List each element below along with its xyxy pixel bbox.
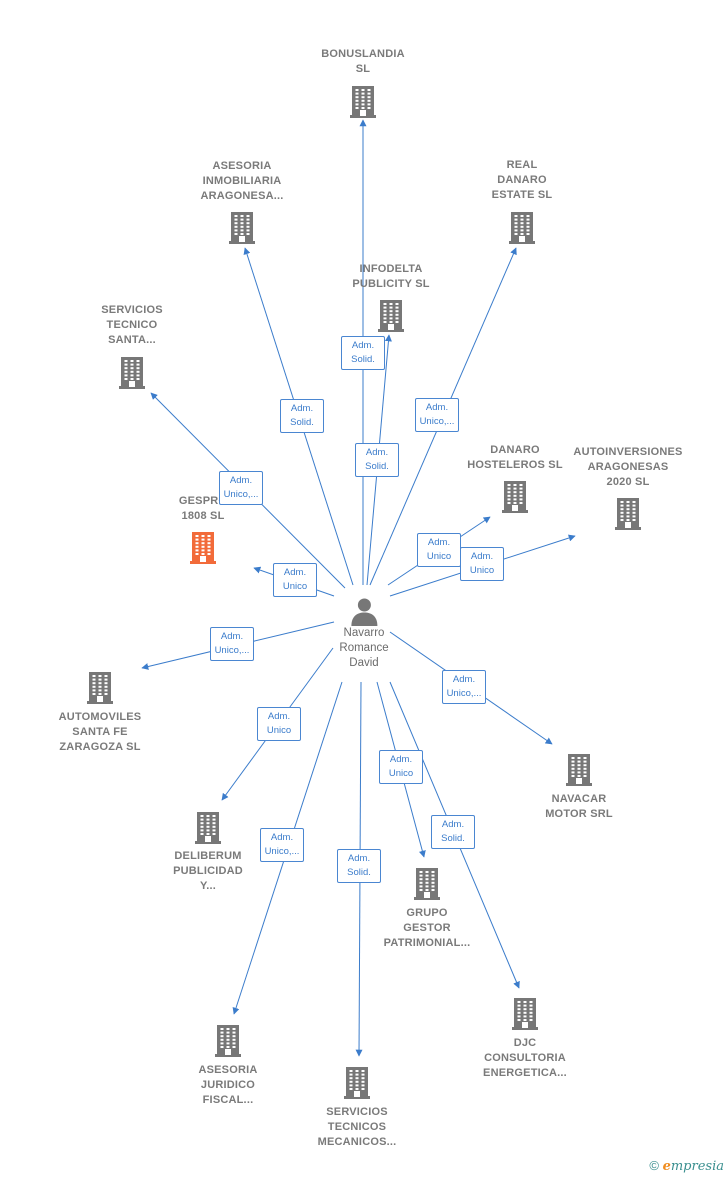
building-icon bbox=[615, 498, 641, 530]
company-label-autoinversiones[interactable]: AUTOINVERSIONES ARAGONESAS 2020 SL bbox=[573, 445, 682, 490]
company-name: DELIBERUM PUBLICIDAD Y... bbox=[173, 850, 243, 892]
role-badge-autoinversiones[interactable]: Adm. Unico bbox=[460, 547, 504, 581]
company-label-danaro-hosteleros[interactable]: DANARO HOSTELEROS SL bbox=[467, 443, 563, 473]
building-icon bbox=[229, 212, 255, 244]
company-label-deliberum[interactable]: DELIBERUM PUBLICIDAD Y... bbox=[173, 849, 243, 894]
company-node-bonuslandia[interactable] bbox=[347, 84, 379, 118]
building-icon bbox=[190, 532, 216, 564]
company-name: GESPRO 1808 SL bbox=[178, 495, 228, 522]
company-node-real-danaro[interactable] bbox=[506, 210, 538, 244]
company-node-danaro-hosteleros[interactable] bbox=[499, 479, 531, 513]
person-node[interactable]: Navarro Romance David bbox=[339, 596, 389, 671]
company-name: DJC CONSULTORIA ENERGETICA... bbox=[483, 1037, 567, 1079]
role-badge-real-danaro[interactable]: Adm. Unico,... bbox=[415, 398, 459, 432]
role-badge-navacar[interactable]: Adm. Unico,... bbox=[442, 670, 486, 704]
building-icon bbox=[350, 86, 376, 118]
building-icon bbox=[414, 868, 440, 900]
role-badge-deliberum[interactable]: Adm. Unico bbox=[257, 707, 301, 741]
company-label-automoviles[interactable]: AUTOMOVILES SANTA FE ZARAGOZA SL bbox=[59, 710, 142, 755]
building-icon bbox=[502, 481, 528, 513]
person-icon bbox=[351, 598, 377, 626]
company-name: BONUSLANDIA SL bbox=[321, 48, 405, 75]
company-node-servicios-tecnico-santa[interactable] bbox=[116, 355, 148, 389]
building-icon bbox=[119, 357, 145, 389]
role-badge-infodelta[interactable]: Adm. Solid. bbox=[355, 443, 399, 477]
role-badge-servicios-tecnicos-mecanicos[interactable]: Adm. Solid. bbox=[337, 849, 381, 883]
building-icon bbox=[566, 754, 592, 786]
company-label-navacar[interactable]: NAVACAR MOTOR SRL bbox=[545, 792, 613, 822]
role-badge-asesoria-juridico[interactable]: Adm. Unico,... bbox=[260, 828, 304, 862]
company-name: ASESORIA JURIDICO FISCAL... bbox=[198, 1064, 258, 1106]
company-node-infodelta[interactable] bbox=[375, 298, 407, 332]
company-node-servicios-tecnicos-mecanicos[interactable] bbox=[341, 1065, 373, 1099]
role-badge-gespro[interactable]: Adm. Unico bbox=[273, 563, 317, 597]
footer-brand: © empresia bbox=[649, 1158, 724, 1174]
company-label-infodelta[interactable]: INFODELTA PUBLICITY SL bbox=[352, 262, 429, 292]
company-label-gespro[interactable]: GESPRO 1808 SL bbox=[179, 494, 227, 524]
role-badge-asesoria-inmobiliaria[interactable]: Adm. Solid. bbox=[280, 399, 324, 433]
company-node-deliberum[interactable] bbox=[192, 810, 224, 844]
company-node-djc[interactable] bbox=[509, 996, 541, 1030]
company-label-asesoria-inmobiliaria[interactable]: ASESORIA INMOBILIARIA ARAGONESA... bbox=[200, 159, 283, 204]
building-icon bbox=[344, 1067, 370, 1099]
role-badge-automoviles[interactable]: Adm. Unico,... bbox=[210, 627, 254, 661]
company-label-servicios-tecnicos-mecanicos[interactable]: SERVICIOS TECNICOS MECANICOS... bbox=[318, 1105, 397, 1150]
brand-logo[interactable]: empresia bbox=[662, 1159, 724, 1174]
edges-layer bbox=[141, 119, 576, 1057]
company-name: REAL DANARO ESTATE SL bbox=[491, 159, 553, 201]
copyright-symbol: © bbox=[649, 1158, 659, 1173]
company-label-djc[interactable]: DJC CONSULTORIA ENERGETICA... bbox=[483, 1036, 567, 1081]
company-name: SERVICIOS TECNICOS MECANICOS... bbox=[317, 1106, 397, 1148]
company-node-navacar[interactable] bbox=[563, 752, 595, 786]
building-icon bbox=[195, 812, 221, 844]
role-badge-bonuslandia[interactable]: Adm. Solid. bbox=[341, 336, 385, 370]
role-badge-danaro-hosteleros[interactable]: Adm. Unico bbox=[417, 533, 461, 567]
company-label-grupo-gestor[interactable]: GRUPO GESTOR PATRIMONIAL... bbox=[384, 906, 471, 951]
company-name: NAVACAR MOTOR SRL bbox=[545, 793, 613, 820]
company-node-autoinversiones[interactable] bbox=[612, 496, 644, 530]
role-badge-grupo-gestor[interactable]: Adm. Unico bbox=[379, 750, 423, 784]
company-name: AUTOMOVILES SANTA FE ZARAGOZA SL bbox=[58, 711, 142, 753]
building-icon bbox=[87, 672, 113, 704]
company-node-asesoria-juridico[interactable] bbox=[212, 1023, 244, 1057]
person-name: Navarro Romance David bbox=[339, 627, 389, 669]
building-icon bbox=[512, 998, 538, 1030]
company-node-grupo-gestor[interactable] bbox=[411, 866, 443, 900]
company-label-servicios-tecnico-santa[interactable]: SERVICIOS TECNICO SANTA... bbox=[101, 303, 163, 348]
company-name: ASESORIA INMOBILIARIA ARAGONESA... bbox=[200, 160, 284, 202]
company-node-asesoria-inmobiliaria[interactable] bbox=[226, 210, 258, 244]
building-icon bbox=[509, 212, 535, 244]
company-node-gespro[interactable] bbox=[187, 530, 219, 564]
company-name: DANARO HOSTELEROS SL bbox=[467, 444, 563, 471]
role-badge-djc[interactable]: Adm. Solid. bbox=[431, 815, 475, 849]
company-label-asesoria-juridico[interactable]: ASESORIA JURIDICO FISCAL... bbox=[198, 1063, 257, 1108]
role-badge-servicios-tecnico-santa[interactable]: Adm. Unico,... bbox=[219, 471, 263, 505]
building-icon bbox=[215, 1025, 241, 1057]
building-icon bbox=[378, 300, 404, 332]
company-label-bonuslandia[interactable]: BONUSLANDIA SL bbox=[321, 47, 404, 77]
company-name: SERVICIOS TECNICO SANTA... bbox=[101, 304, 163, 346]
company-node-automoviles[interactable] bbox=[84, 670, 116, 704]
company-name: GRUPO GESTOR PATRIMONIAL... bbox=[383, 907, 471, 949]
company-name: AUTOINVERSIONES ARAGONESAS 2020 SL bbox=[573, 446, 683, 488]
company-name: INFODELTA PUBLICITY SL bbox=[352, 263, 430, 290]
company-label-real-danaro[interactable]: REAL DANARO ESTATE SL bbox=[492, 158, 553, 203]
